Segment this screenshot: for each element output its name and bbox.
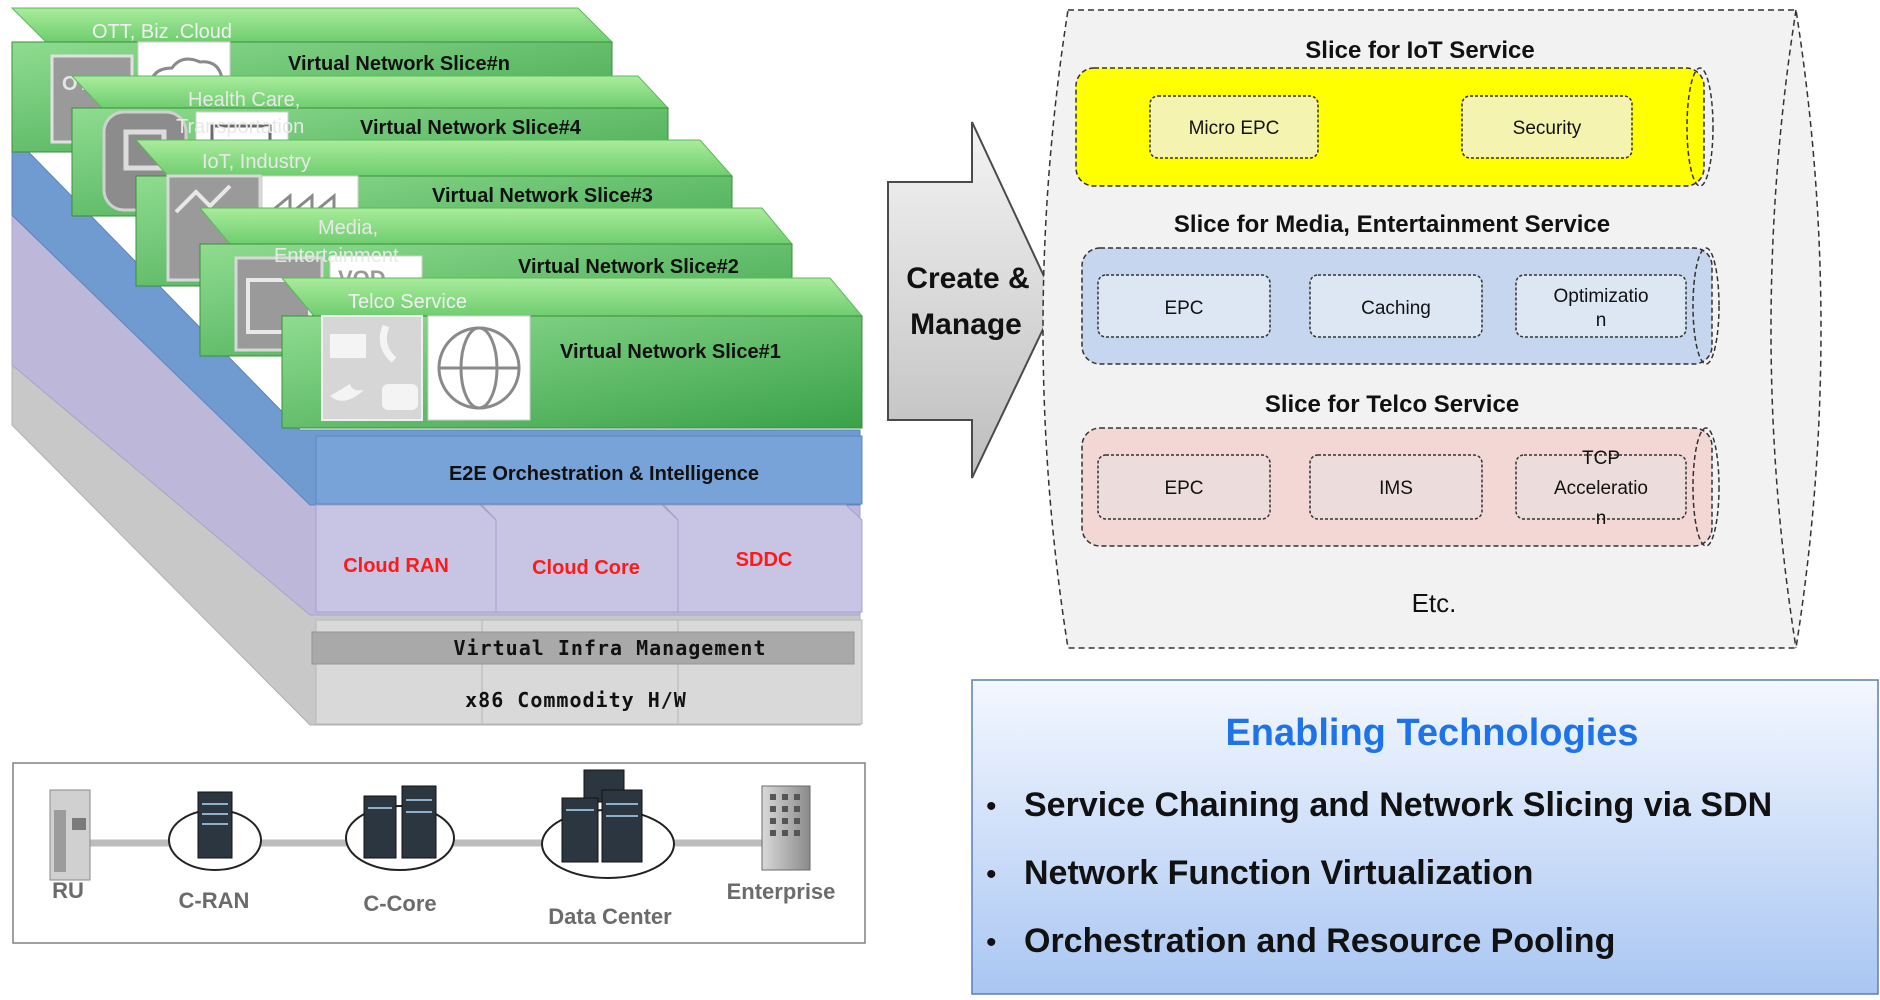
ru-icon: [49, 789, 91, 881]
orchestration-layer: E2E Orchestration & Intelligence: [315, 435, 863, 505]
data-center-cloud-icon: [541, 769, 675, 879]
enabling-item-2: Network Function Virtualization: [1024, 854, 1533, 892]
slice-stack: OTT, Biz .Cloud OTT Virtual Network Slic…: [10, 7, 864, 726]
enabling-technologies-box: Enabling Technologies • Service Chaining…: [971, 679, 1879, 995]
iot-box-micro-epc: Micro EPC: [1189, 118, 1280, 139]
orchestration-layer-back: [11, 133, 861, 506]
media-box-optimization-line2: n: [1596, 310, 1607, 331]
iot-slice-tube: Micro EPC Security: [1075, 67, 1714, 187]
c-core-cloud-icon: [345, 785, 455, 871]
slice-4-title: Virtual Network Slice#4: [360, 117, 582, 139]
slice-2-category-line2: Entertainment: [274, 245, 399, 267]
telco-box-epc: EPC: [1164, 478, 1203, 499]
create-manage-arrow: Create & Manage: [887, 121, 1058, 479]
telco-slice-tube: EPC IMS TCP Acceleratio n: [1081, 427, 1720, 547]
function-sddc: SDDC: [736, 549, 793, 571]
slice-container-etc: Etc.: [1412, 588, 1457, 618]
node-ru-label: RU: [52, 878, 84, 903]
enabling-bullet-1: •: [986, 790, 997, 823]
infra-management-label: Virtual Infra Management: [454, 636, 767, 660]
telco-box-tcp-line2: Acceleratio: [1554, 478, 1648, 499]
slice-3-title: Virtual Network Slice#3: [432, 185, 653, 207]
node-enterprise-label: Enterprise: [727, 879, 836, 904]
network-strip: RU C-RAN C-Core Data Center: [12, 762, 866, 944]
media-slice-tube: EPC Caching Optimizatio n: [1081, 247, 1720, 365]
enabling-bullet-2: •: [986, 858, 997, 891]
iot-box-security: Security: [1513, 118, 1582, 139]
slice-n-category: OTT, Biz .Cloud: [92, 21, 232, 43]
function-cloud-ran: Cloud RAN: [343, 555, 449, 577]
media-slice-title: Slice for Media, Entertainment Service: [1174, 211, 1610, 238]
enabling-title: Enabling Technologies: [1225, 712, 1638, 754]
orchestration-label: E2E Orchestration & Intelligence: [449, 463, 759, 485]
slice-4-category-line2: Transportation: [176, 116, 304, 138]
telco-box-tcp-line1: TCP: [1582, 448, 1620, 469]
arrow-label-line2: Manage: [910, 308, 1022, 341]
slice-container: Slice for IoT Service Micro EPC Security…: [1042, 9, 1822, 649]
telco-box-tcp-line3: n: [1596, 508, 1607, 529]
media-box-epc: EPC: [1164, 298, 1203, 319]
enabling-item-1: Service Chaining and Network Slicing via…: [1024, 786, 1772, 824]
enabling-bullet-3: •: [986, 926, 997, 959]
infra-layer: Virtual Infra Management x86 Commodity H…: [311, 619, 863, 725]
telco-slice-title: Slice for Telco Service: [1265, 391, 1519, 418]
media-box-optimization-line1: Optimizatio: [1553, 286, 1648, 307]
c-ran-cloud-icon: [168, 791, 262, 871]
node-c-core-label: C-Core: [363, 891, 436, 916]
telco-box-ims: IMS: [1379, 478, 1413, 499]
node-c-ran-label: C-RAN: [179, 888, 250, 913]
enabling-item-3: Orchestration and Resource Pooling: [1024, 922, 1615, 960]
slice-2-title: Virtual Network Slice#2: [518, 256, 739, 278]
slice-3-category: IoT, Industry: [202, 151, 311, 173]
node-data-center-label: Data Center: [548, 904, 672, 929]
media-box-caching: Caching: [1361, 298, 1431, 319]
function-cloud-core: Cloud Core: [532, 557, 640, 579]
iot-slice-title: Slice for IoT Service: [1305, 37, 1534, 64]
slice-2-category: Media,: [318, 217, 378, 239]
slice-4-category: Health Care,: [188, 89, 300, 111]
slice-1-category: Telco Service: [348, 291, 467, 313]
hardware-label: x86 Commodity H/W: [465, 688, 687, 712]
enterprise-building-icon: [761, 785, 811, 871]
arrow-label-line1: Create &: [906, 262, 1029, 295]
slice-1-title: Virtual Network Slice#1: [560, 341, 781, 363]
slice-1: Telco Service Virtual Network Slice#1: [280, 277, 864, 429]
function-layer: Cloud RAN Cloud Core SDDC: [315, 504, 863, 613]
slice-n-title: Virtual Network Slice#n: [288, 53, 510, 75]
